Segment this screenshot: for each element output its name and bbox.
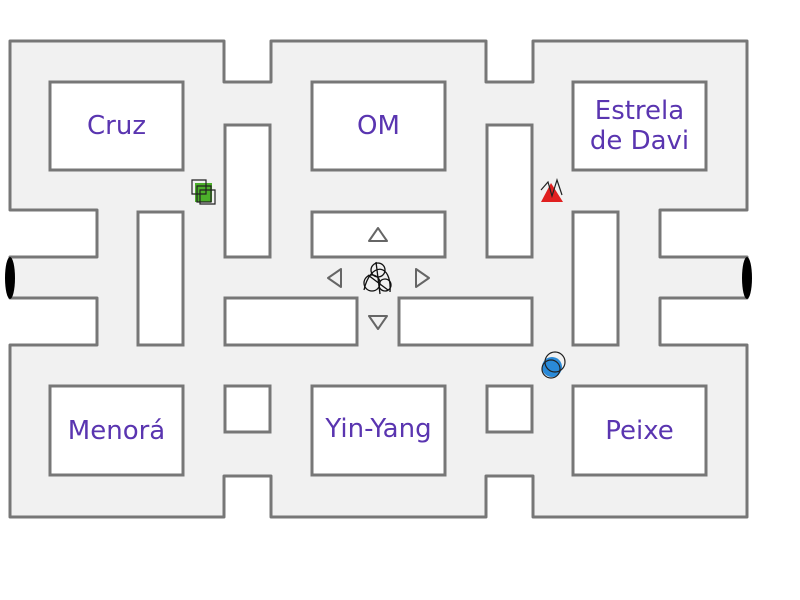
right-portal[interactable]: [742, 257, 752, 299]
wall-block: [48, 80, 185, 172]
room-label-menora: Menorá: [67, 415, 166, 446]
room-label-peixe: Peixe: [605, 415, 674, 446]
wall-block: [310, 384, 447, 477]
wall-block: [485, 384, 534, 434]
wall-block: [48, 384, 185, 477]
room-label-yin-yang: Yin-Yang: [325, 414, 432, 444]
wall-block: [310, 80, 447, 172]
blue-player: [541, 351, 566, 379]
room-label-om: OM: [357, 111, 400, 141]
black-player: [363, 261, 392, 295]
arrow-left-icon[interactable]: [327, 268, 342, 288]
left-portal[interactable]: [5, 257, 15, 299]
arrow-up-icon[interactable]: [368, 227, 388, 242]
wall-block: [223, 296, 359, 347]
arrow-right-icon[interactable]: [415, 268, 430, 288]
wall-block: [397, 296, 534, 347]
red-player: [540, 178, 563, 202]
wall-block: [223, 384, 272, 434]
wall-block: [310, 210, 447, 259]
wall-block: [485, 123, 534, 259]
wall-block: [571, 80, 708, 172]
room-label-estrela-de-davi: Estrela de Davi: [589, 96, 690, 156]
arrow-down-icon[interactable]: [368, 315, 388, 330]
wall-block: [223, 123, 272, 259]
wall-block: [571, 384, 708, 477]
green-player: [191, 179, 216, 205]
wall-block: [136, 210, 185, 347]
wall-block: [571, 210, 620, 347]
room-label-cruz: Cruz: [87, 111, 146, 141]
